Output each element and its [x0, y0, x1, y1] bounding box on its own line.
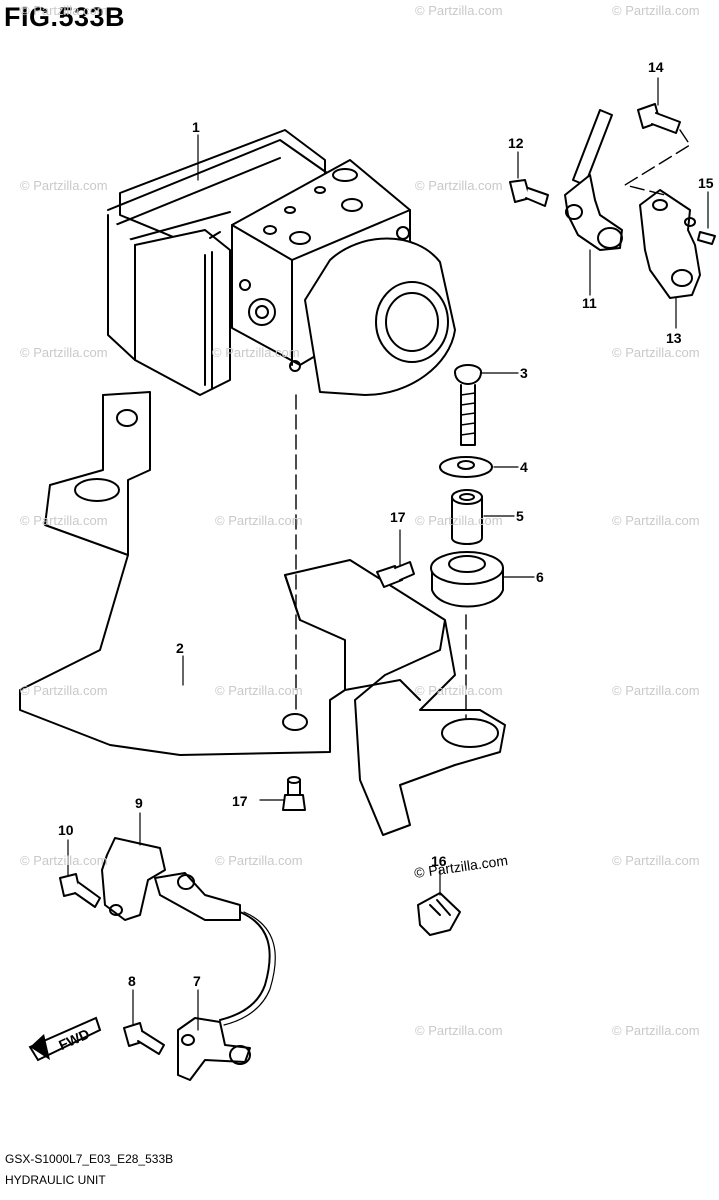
clamp-part-16: [417, 892, 461, 936]
diagram-code: GSX-S1000L7_E03_E28_533B: [5, 1152, 174, 1166]
callout-10[interactable]: 10: [58, 822, 74, 838]
watermark: © Partzilla.com: [215, 513, 303, 528]
watermark: © Partzilla.com: [612, 853, 700, 868]
watermark: © Partzilla.com: [612, 1023, 700, 1038]
grommet-part-6: [430, 551, 504, 608]
watermark: © Partzilla.com: [612, 683, 700, 698]
watermark: © Partzilla.com: [20, 178, 108, 193]
fwd-direction-badge: FWD: [28, 1016, 102, 1062]
watermark: © Partzilla.com: [20, 853, 108, 868]
watermark: © Partzilla.com: [612, 513, 700, 528]
bolt-part-14: [637, 103, 681, 134]
watermark: © Partzilla.com: [212, 345, 300, 360]
fwd-label: FWD: [56, 1026, 92, 1054]
callout-15[interactable]: 15: [698, 175, 714, 191]
bolt-part-3: [454, 364, 482, 446]
callout-17-lower[interactable]: 17: [232, 793, 248, 809]
watermark: © Partzilla.com: [20, 513, 108, 528]
watermark: © Partzilla.com: [215, 853, 303, 868]
callout-2[interactable]: 2: [176, 640, 184, 656]
watermark: © Partzilla.com: [415, 178, 503, 193]
watermark: © Partzilla.com: [20, 3, 108, 18]
pin-part-15: [697, 231, 716, 245]
callout-6[interactable]: 6: [536, 569, 544, 585]
bolt-part-8: [123, 1022, 165, 1055]
diagram-name: HYDRAULIC UNIT: [5, 1173, 106, 1187]
watermark: © Partzilla.com: [20, 345, 108, 360]
collar-part-5: [451, 489, 483, 545]
sensor-part-7: [154, 872, 276, 1081]
callout-11[interactable]: 11: [582, 295, 597, 311]
callout-7[interactable]: 7: [193, 973, 201, 989]
callout-17-upper[interactable]: 17: [390, 509, 406, 525]
callout-13[interactable]: 13: [666, 330, 682, 346]
callout-16[interactable]: 16: [431, 853, 447, 869]
watermark: © Partzilla.com: [612, 3, 700, 18]
sensor-part-11: [564, 109, 623, 251]
washer-part-4: [439, 456, 493, 478]
hydraulic-unit-part: [107, 129, 456, 396]
bolt-part-10: [59, 873, 101, 908]
callout-8[interactable]: 8: [128, 973, 136, 989]
watermark: © Partzilla.com: [20, 683, 108, 698]
bracket-part: [19, 391, 506, 836]
watermark: © Partzilla.com: [415, 513, 503, 528]
watermark: © Partzilla.com: [415, 3, 503, 18]
callout-14[interactable]: 14: [648, 59, 664, 75]
callout-labels: 1 2 3 4 5 6 7 8 9 10 11 12 13 14 15 16 1…: [58, 59, 714, 989]
sensor-bracket-part-9: [101, 837, 166, 921]
bolt-part-17-lower: [282, 776, 306, 811]
watermark: © Partzilla.com: [415, 683, 503, 698]
callout-3[interactable]: 3: [520, 365, 528, 381]
watermark: © Partzilla.com: [415, 1023, 503, 1038]
callout-1[interactable]: 1: [192, 119, 200, 135]
watermarks: © Partzilla.com © Partzilla.com © Partzi…: [20, 3, 700, 1038]
leader-lines: [67, 77, 709, 1031]
watermark: © Partzilla.com: [413, 852, 509, 881]
assembly-dashed-lines: [295, 129, 691, 719]
callout-12[interactable]: 12: [508, 135, 524, 151]
watermark: © Partzilla.com: [612, 345, 700, 360]
callout-5[interactable]: 5: [516, 508, 524, 524]
callout-9[interactable]: 9: [135, 795, 143, 811]
bolt-part-17-upper: [376, 561, 415, 588]
watermark: © Partzilla.com: [215, 683, 303, 698]
figure-title: FIG.533B: [4, 2, 126, 32]
callout-4[interactable]: 4: [520, 459, 528, 475]
sensor-bracket-part-13: [639, 189, 701, 299]
bolt-part-12: [509, 179, 549, 207]
